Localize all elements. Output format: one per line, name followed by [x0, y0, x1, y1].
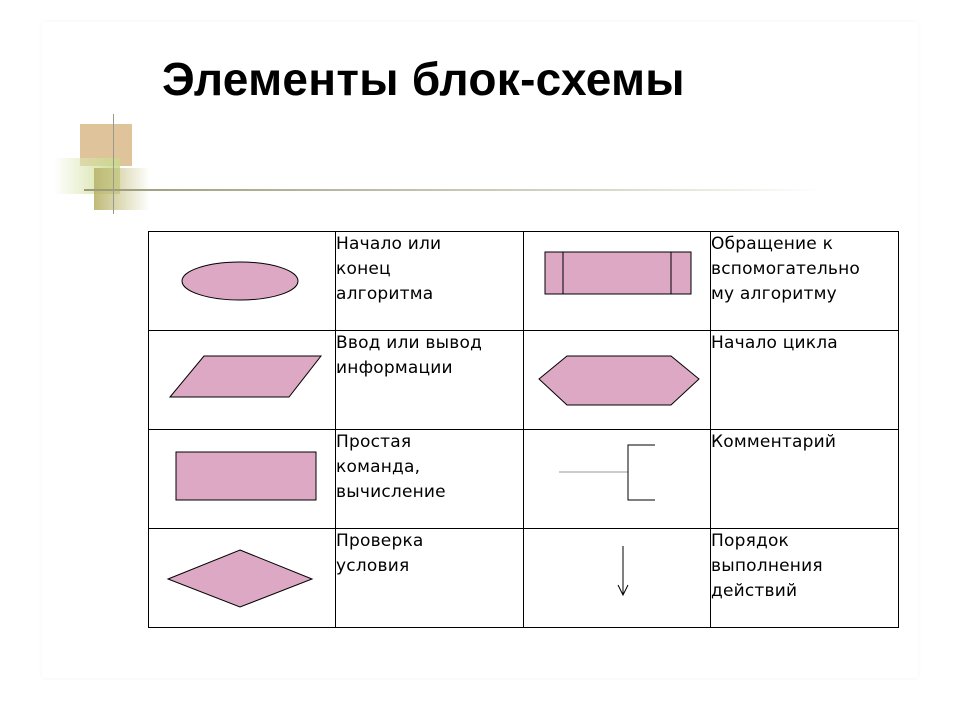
down-arrow-icon: [617, 546, 629, 597]
decoration-horizontal-line: [84, 189, 824, 191]
hexagon-shape-icon: [538, 355, 700, 406]
ellipse-shape-icon: [181, 261, 299, 301]
parallelogram-shape-icon: [168, 355, 323, 398]
shape-cell-diamond: [148, 528, 336, 628]
decoration-vertical-line: [113, 114, 114, 214]
table-row: Ввод или вывод информации Начало цикла: [148, 330, 899, 430]
table-row: Проверка условия Порядок выполнения дейс…: [148, 528, 899, 628]
element-label: Обращение к вспомогательно му алгоритму: [710, 231, 899, 331]
comment-bracket-icon: [559, 444, 655, 501]
element-label: Ввод или вывод информации: [335, 330, 524, 430]
shape-cell-hexagon: [523, 330, 711, 430]
shape-cell-arrow: [523, 528, 711, 628]
shape-cell-comment: [523, 429, 711, 529]
page-title: Элементы блок-схемы: [162, 53, 685, 105]
element-label: Начало или конец алгоритма: [335, 231, 524, 331]
shape-cell-predefined-process: [523, 231, 711, 331]
shape-cell-parallelogram: [148, 330, 336, 430]
predefined-process-shape-icon: [544, 251, 692, 295]
element-label: Начало цикла: [710, 330, 899, 430]
flowchart-elements-table: Начало или конец алгоритма Обращение к в…: [148, 231, 899, 628]
shape-cell-ellipse: [148, 231, 336, 331]
rectangle-shape-icon: [175, 451, 317, 501]
element-label: Порядок выполнения действий: [710, 528, 899, 628]
shape-cell-rectangle: [148, 429, 336, 529]
element-label: Простая команда, вычисление: [335, 429, 524, 529]
element-label: Комментарий: [710, 429, 899, 529]
element-label: Проверка условия: [335, 528, 524, 628]
table-row: Начало или конец алгоритма Обращение к в…: [148, 231, 899, 331]
diamond-shape-icon: [166, 549, 314, 608]
table-row: Простая команда, вычисление Комментарий: [148, 429, 899, 529]
